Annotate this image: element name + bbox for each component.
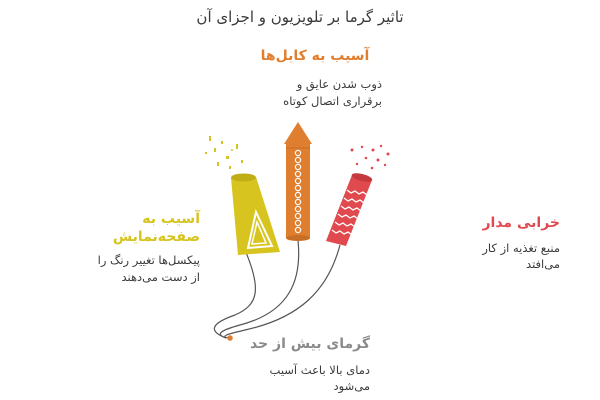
heat-desc-line1: دمای بالا باعث آسیب [269, 363, 370, 377]
circuit-heading: خرابی مدار [482, 215, 560, 231]
cables-desc-line2: برقراری اتصال کوتاه [283, 94, 382, 108]
fuse-red [224, 244, 341, 339]
red-firework [326, 173, 373, 246]
cables-heading: آسیب به کابل‌ها [260, 48, 370, 64]
cables-desc-line1: ذوب شدن عایق و [296, 77, 382, 91]
orange-rocket [284, 122, 312, 241]
fuse-orange [219, 239, 300, 339]
page-title: تاثیر گرما بر تلویزیون و اجزای آن [196, 8, 404, 26]
screen-desc-line2: از دست می‌دهند [121, 270, 200, 284]
screen-desc-line1: پیکسل‌ها تغییر رنگ را [97, 253, 200, 267]
yellow-firework [231, 173, 280, 255]
fuse-lines [213, 239, 341, 339]
fuse-yellow [213, 249, 257, 339]
circuit-desc-line1: منبع تغذیه از کار [482, 241, 560, 255]
red-sparks [350, 144, 390, 170]
screen-heading-line1: آسیب به [142, 211, 200, 227]
heat-desc-line2: می‌شود [333, 379, 370, 393]
yellow-sparks [205, 136, 243, 169]
heat-heading: گرمای بیش از حد [249, 336, 370, 352]
screen-heading-line2: صفحه‌نمایش [112, 229, 200, 245]
fuse-spark [227, 335, 233, 341]
circuit-desc-line2: می‌افتد [526, 257, 560, 271]
